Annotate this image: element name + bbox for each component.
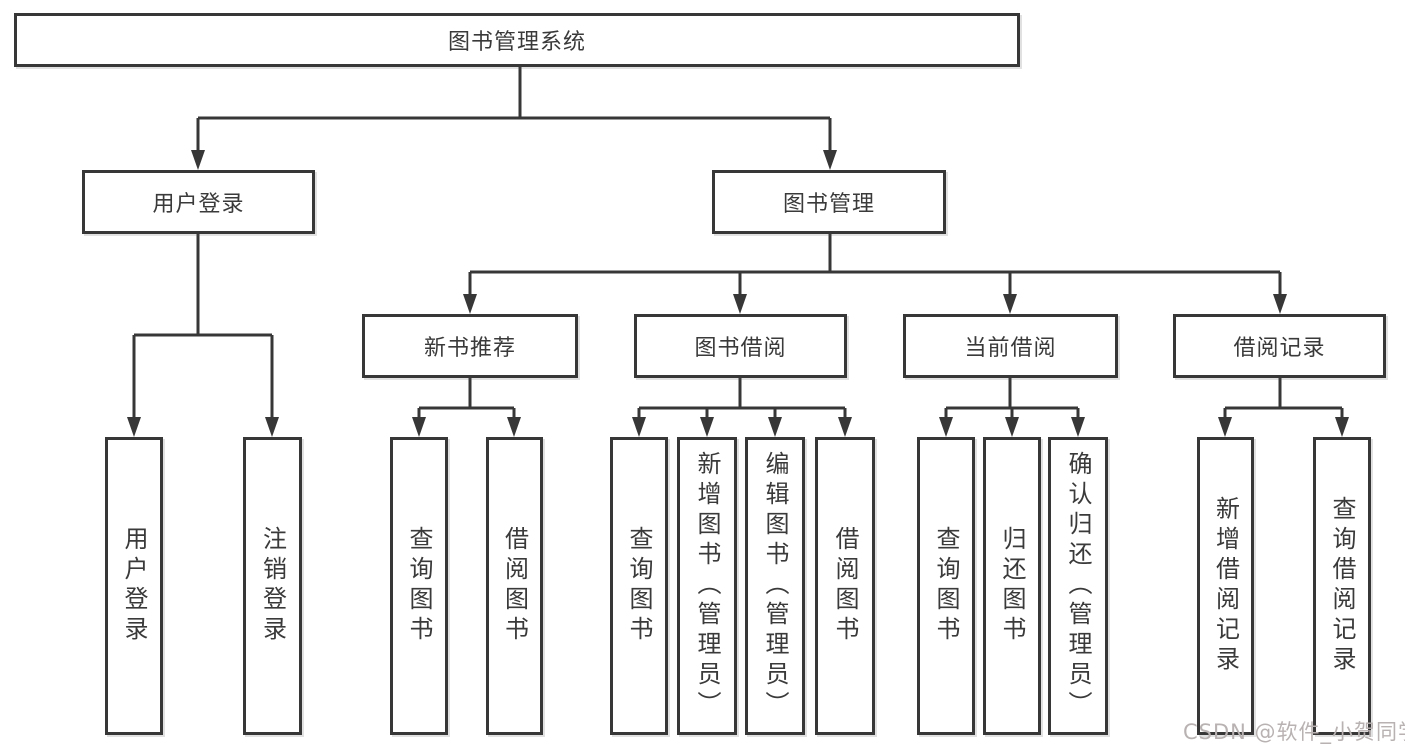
leaf-add-borrow-record: 新增借阅记录 — [1197, 437, 1254, 735]
leaf-return-books: 归还图书 — [983, 437, 1041, 735]
leaf-query-books-recommend: 查询图书 — [390, 437, 448, 735]
leaf-borrow-books-borrowing: 借阅图书 — [815, 437, 875, 735]
leaf-user-login: 用户登录 — [105, 437, 163, 735]
csdn-watermark: CSDN @软件_小贺同学 — [1183, 720, 1405, 744]
leaf-query-books-borrowing: 查询图书 — [610, 437, 668, 735]
node-current-borrowing: 当前借阅 — [903, 314, 1118, 378]
leaf-add-book-admin: 新增图书（管理员） — [677, 437, 737, 735]
node-book-management: 图书管理 — [712, 170, 946, 234]
arrowhead-icons — [127, 150, 1349, 437]
leaf-query-books-current: 查询图书 — [917, 437, 975, 735]
node-book-borrowing: 图书借阅 — [634, 314, 847, 378]
leaf-borrow-books-recommend: 借阅图书 — [486, 437, 543, 735]
node-borrow-records: 借阅记录 — [1173, 314, 1386, 378]
leaf-logout-login: 注销登录 — [243, 437, 302, 735]
leaf-edit-book-admin: 编辑图书（管理员） — [745, 437, 805, 735]
leaf-query-borrow-record: 查询借阅记录 — [1313, 437, 1371, 735]
leaf-confirm-return-admin: 确认归还（管理员） — [1048, 437, 1108, 735]
node-new-book-recommend: 新书推荐 — [362, 314, 578, 378]
node-library-system: 图书管理系统 — [14, 13, 1020, 67]
node-user-login: 用户登录 — [82, 170, 315, 234]
